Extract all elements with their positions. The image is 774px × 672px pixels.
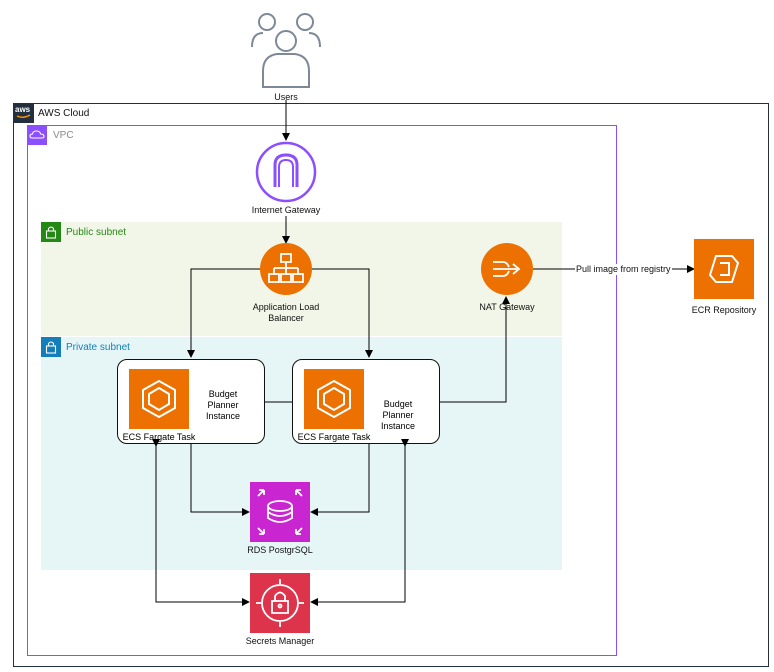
internet-gateway-label: Internet Gateway [251,205,321,215]
edge-task2-secrets [310,439,409,606]
edge-alb-task2 [312,268,373,358]
edge-task2-rds [310,444,370,516]
ecs-icon-2 [304,369,364,429]
aws-logo-text: aws [15,105,31,114]
internet-gateway-icon[interactable] [255,141,317,203]
public-subnet-lock-icon [41,222,61,242]
task-name-line2-1: Planner [207,400,239,410]
ecr-repository-label: ECR Repository [691,305,757,315]
vpc-label: VPC [53,130,74,141]
task-name-line2-2: Planner [382,410,414,420]
edge-alb-task1 [187,268,260,358]
edge-task1-rds [190,444,250,516]
secrets-manager-icon[interactable] [250,573,310,633]
secrets-manager-label: Secrets Manager [245,636,315,646]
edge-task1-secrets [152,439,250,606]
pull-image-edge-label: Pull image from registry [575,264,672,275]
users-icon[interactable] [246,9,326,89]
nat-gateway-label: NAT Gateway [479,302,535,312]
edge-task2-nat [440,296,510,403]
task-name-line1-1: Budget [208,389,238,399]
private-subnet-lock-icon [41,337,61,357]
load-balancer-label-line2: Balancer [268,313,304,323]
public-subnet-label: Public subnet [66,227,127,238]
aws-cloud-label: AWS Cloud [38,108,90,119]
ecs-icon-1 [129,369,189,429]
load-balancer-label-line1: Application Load [252,302,320,312]
task-name-line3-2: Instance [380,421,416,431]
load-balancer-icon[interactable] [260,243,312,295]
private-subnet-label: Private subnet [66,342,130,353]
users-label: Users [274,92,298,102]
vpc-icon [27,125,47,145]
vpc-group [27,125,617,656]
task-name-line3-1: Instance [205,411,241,421]
aws-logo-icon: aws [13,103,34,123]
aws-cloud-group [13,103,769,667]
ecr-repository-icon[interactable] [694,239,754,299]
rds-database-icon[interactable] [250,482,310,542]
rds-label: RDS PostgrSQL [247,545,313,555]
task-name-line1-2: Budget [383,399,413,409]
nat-gateway-icon[interactable] [481,243,533,295]
ecs-task-label-2: ECS Fargate Task [297,432,371,442]
ecs-task-label-1: ECS Fargate Task [122,432,196,442]
